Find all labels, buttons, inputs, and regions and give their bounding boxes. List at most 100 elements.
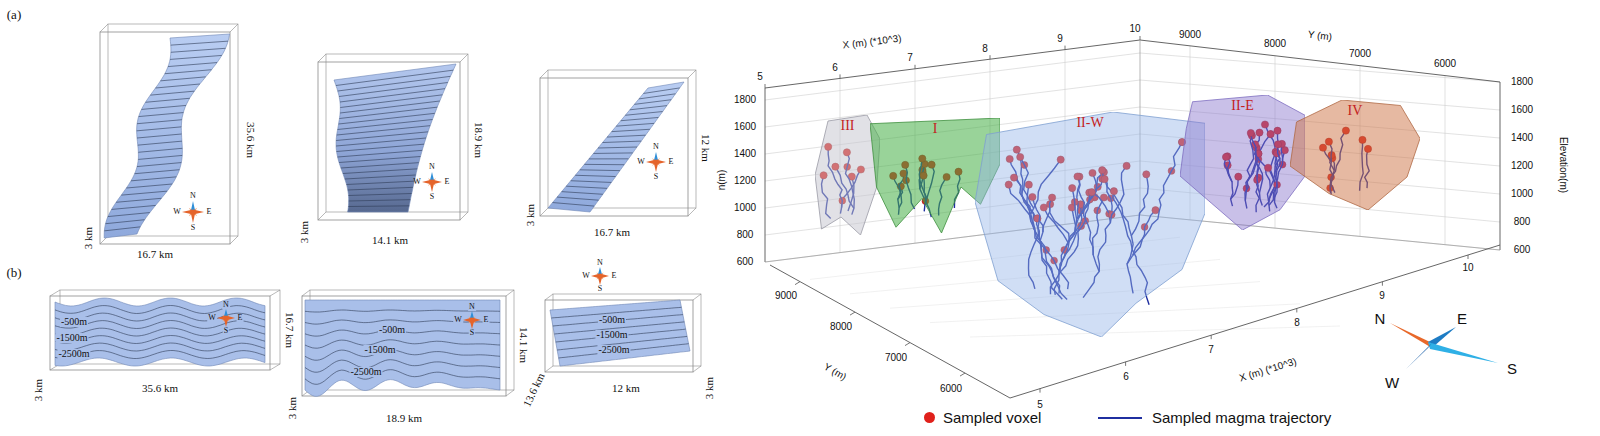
contour-line [349, 200, 411, 201]
contour-line [336, 70, 453, 85]
frame-line [765, 40, 1140, 88]
contour-line [571, 181, 612, 183]
tick-label: 7000 [1349, 49, 1371, 59]
legend-item: Sampled voxel [924, 409, 1041, 426]
tick-label: 6 [832, 63, 838, 73]
fault-surface [550, 300, 690, 366]
body-shape [975, 112, 1205, 337]
contour-line [106, 220, 145, 224]
contour-line [337, 126, 430, 135]
legend-line [1098, 417, 1142, 419]
body-shape [1290, 100, 1420, 210]
body-label: I [870, 118, 1000, 136]
compass-letter: S [598, 285, 602, 293]
contour-line [112, 205, 156, 209]
contour-line [137, 163, 181, 167]
compass-letter: N [190, 192, 196, 200]
dimension: 35.6 km [245, 122, 256, 158]
dimension: 3 km [299, 221, 310, 243]
contour-line [339, 157, 420, 163]
dimension: 3 km [33, 379, 44, 401]
bounding-box [318, 212, 326, 220]
tick [1296, 308, 1297, 312]
compass-letter: S [1507, 361, 1517, 376]
compass-letter: W [582, 272, 590, 280]
contour-line [589, 158, 629, 159]
depth-label: -500m [378, 325, 406, 335]
contour-line [340, 95, 442, 108]
dimension: 16.7 km [137, 249, 173, 260]
tick [990, 55, 991, 59]
depth-label: -500m [60, 317, 88, 327]
depth-label: -2500m [597, 345, 630, 355]
intrusion-body: III [815, 115, 880, 235]
fault-surface [548, 82, 684, 212]
dimension: 3 km [525, 204, 536, 226]
contour-line [634, 100, 671, 105]
tick-label: 1600 [734, 122, 756, 132]
contour-line [137, 127, 182, 131]
tick-label: 9 [1057, 34, 1063, 44]
contour-line [336, 138, 426, 146]
legend-dot [924, 412, 935, 423]
contour-line [625, 112, 662, 116]
contour-line [621, 117, 659, 120]
contour-line [562, 192, 603, 195]
frame-line [1140, 40, 1500, 82]
tick-label: 9000 [775, 291, 797, 301]
fault-surface [55, 298, 265, 366]
tick-label: 1000 [734, 203, 756, 213]
contour-line [345, 175, 416, 179]
contour-line [55, 306, 265, 314]
contour-line [639, 94, 676, 99]
compass-letter: N [653, 143, 659, 151]
body-outline [975, 112, 1205, 337]
tick [1140, 36, 1141, 40]
panel-label: (a) [7, 8, 21, 21]
compass-letter: N [597, 259, 603, 267]
contour-line [338, 120, 433, 130]
contour-line [643, 88, 679, 94]
compass-letter: W [173, 208, 181, 216]
contour-line [343, 169, 417, 174]
contour-line [126, 184, 172, 188]
tick-label: 9 [1379, 291, 1385, 301]
contour-line [603, 141, 642, 142]
bounding-box [460, 212, 468, 220]
dimension: 18.9 km [473, 122, 484, 158]
contour-line [138, 141, 182, 145]
contour-line [553, 203, 595, 207]
contour-line [138, 148, 182, 152]
intrusion-body: II-E [1180, 95, 1305, 230]
tick-label: 1800 [1511, 77, 1533, 87]
bounding-box [302, 290, 310, 296]
contour-line [160, 77, 205, 81]
tick-label: 8 [1294, 318, 1300, 328]
panel-label: (b) [6, 266, 21, 279]
legend-item: Sampled magma trajectory [1098, 409, 1331, 426]
bounding-box [318, 62, 460, 220]
bounding-box [540, 208, 548, 216]
axis-title: X (m) (*10^3) [842, 33, 902, 50]
tick-label: 1400 [734, 149, 756, 159]
dimension: 3 km [704, 377, 715, 399]
grid-line [1445, 76, 1446, 245]
contour-line [170, 55, 222, 59]
legend-text: Sampled voxel [943, 409, 1041, 426]
bounding-box [50, 296, 270, 370]
bounding-box [545, 300, 693, 372]
contour-line [339, 107, 437, 118]
compass-ray [1390, 323, 1432, 348]
compass-letter: E [483, 316, 490, 324]
frame-line [765, 88, 766, 262]
bounding-box [100, 32, 230, 244]
bounding-box [230, 24, 238, 32]
bounding-box [540, 78, 688, 216]
compass-letter: E [612, 272, 617, 280]
body-shape [1180, 95, 1305, 230]
depth-label: -1500m [55, 333, 88, 343]
contour-line [616, 123, 654, 126]
compass-letter: W [413, 178, 421, 186]
contour-line [346, 181, 414, 184]
